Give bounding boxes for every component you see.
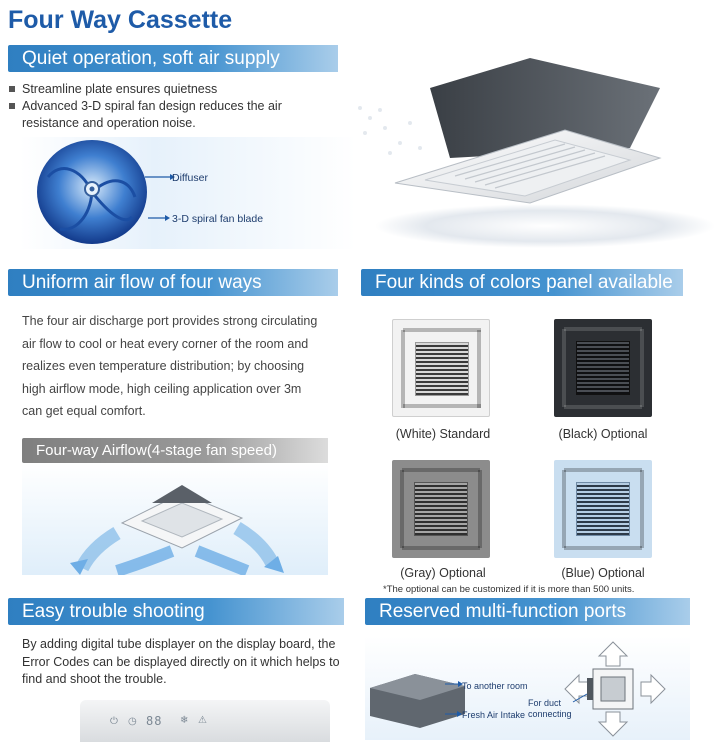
defrost-icon: ❄ <box>180 715 189 726</box>
digital-display: 88 <box>146 714 163 728</box>
page-title: Four Way Cassette <box>8 6 233 34</box>
bullet-item: Advanced 3-D spiral fan design reduces t… <box>8 98 328 132</box>
panel-blue <box>554 460 652 558</box>
section-heading-ports: Reserved multi-function ports <box>365 598 690 625</box>
panel-white <box>392 319 490 417</box>
display-board: ⏻ ◷ 88 ❄ ⚠ <box>80 700 330 742</box>
uniform-description: The four air discharge port provides str… <box>22 314 318 418</box>
panel-black-label: (Black) Optional <box>558 427 648 441</box>
panel-gray-label: (Gray) Optional <box>400 566 486 580</box>
section-heading-quiet: Quiet operation, soft air supply <box>8 45 338 72</box>
alarm-icon: ⚠ <box>198 715 207 726</box>
duct-connecting-label: For duct connecting <box>528 698 572 719</box>
panel-gray <box>392 460 490 558</box>
panel-blue-label: (Blue) Optional <box>561 566 645 580</box>
diffuser-label: Diffuser <box>172 172 208 184</box>
quiet-bullets: Streamline plate ensures quietness Advan… <box>8 81 328 132</box>
panel-white-label: (White) Standard <box>395 427 491 441</box>
power-icon: ⏻ <box>110 716 118 727</box>
panel-black <box>554 319 652 417</box>
to-another-room-label: To another room <box>462 681 528 691</box>
fresh-air-intake-label: Fresh Air Intake <box>462 710 526 720</box>
bullet-item: Streamline plate ensures quietness <box>8 81 328 98</box>
section-heading-uniform: Uniform air flow of four ways <box>8 269 338 296</box>
trouble-description: By adding digital tube displayer on the … <box>22 637 340 686</box>
section-heading-colors: Four kinds of colors panel available <box>361 269 683 296</box>
ports-illustration <box>365 636 690 740</box>
timer-icon: ◷ <box>128 716 137 727</box>
fan-blade-label: 3-D spiral fan blade <box>172 213 264 225</box>
spiral-fan-image <box>37 140 175 244</box>
airflow-subheading: Four-way Airflow(4-stage fan speed) <box>22 438 328 463</box>
cassette-unit-image <box>330 48 715 258</box>
airflow-illustration <box>22 463 328 577</box>
customization-note: *The optional can be customized if it is… <box>383 584 635 595</box>
fan-illustration <box>20 137 356 249</box>
section-heading-trouble: Easy trouble shooting <box>8 598 344 625</box>
